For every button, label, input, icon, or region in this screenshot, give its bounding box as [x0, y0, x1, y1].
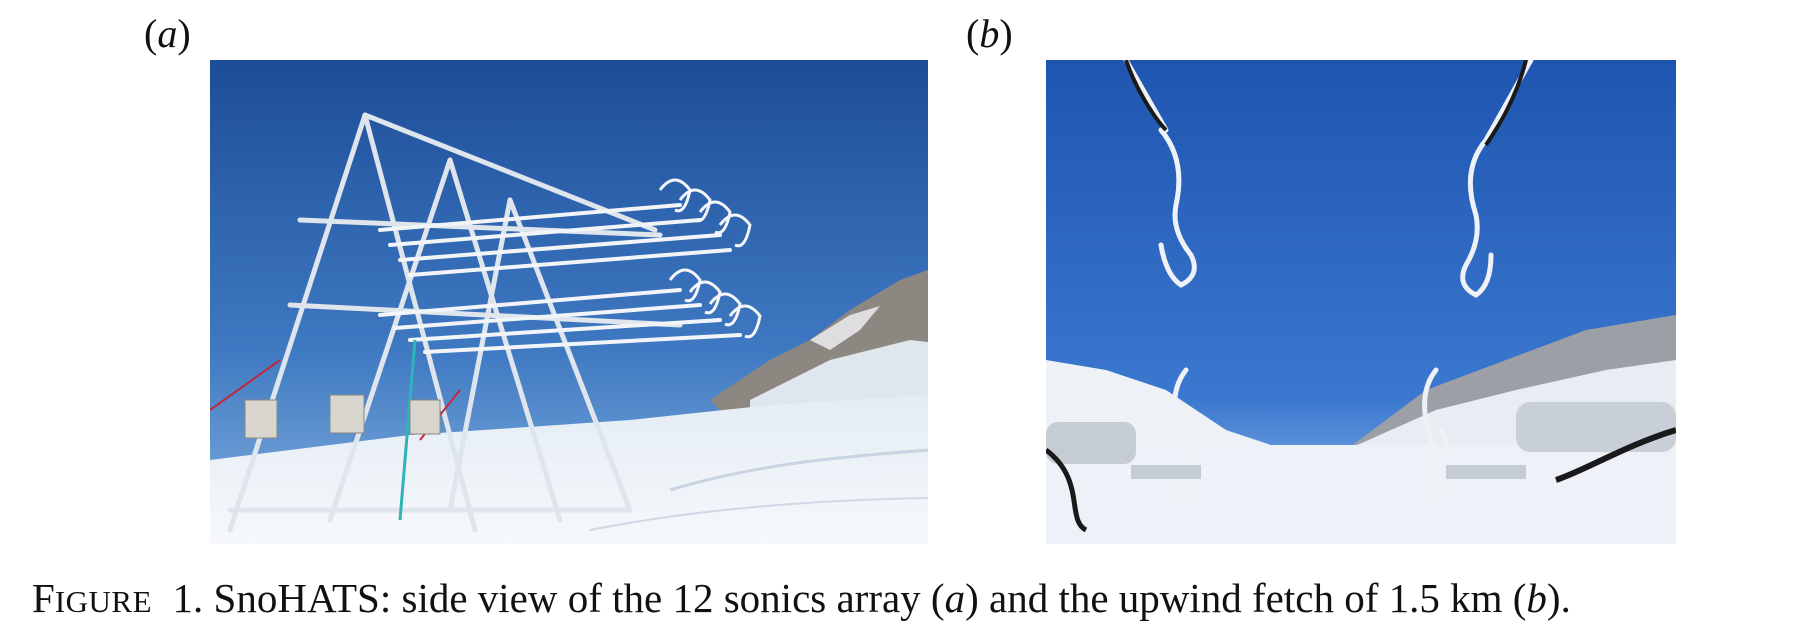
photo-sonic-array — [210, 60, 928, 544]
panel-label-a: (a) — [144, 11, 191, 56]
logger-box — [329, 394, 365, 434]
figure-caption: FIGURE 1. SnoHATS: side view of the 12 s… — [32, 575, 1571, 621]
photo-upwind-fetch — [1046, 60, 1676, 544]
boom-left — [1046, 422, 1136, 464]
boom-right — [1516, 402, 1676, 452]
panel-label-b: (b) — [966, 11, 1013, 56]
sonic-array-frame — [227, 112, 683, 533]
logger-box — [244, 399, 278, 439]
sonic-heads — [658, 178, 762, 339]
snow-plain — [1046, 445, 1676, 544]
logger-box — [409, 399, 441, 435]
